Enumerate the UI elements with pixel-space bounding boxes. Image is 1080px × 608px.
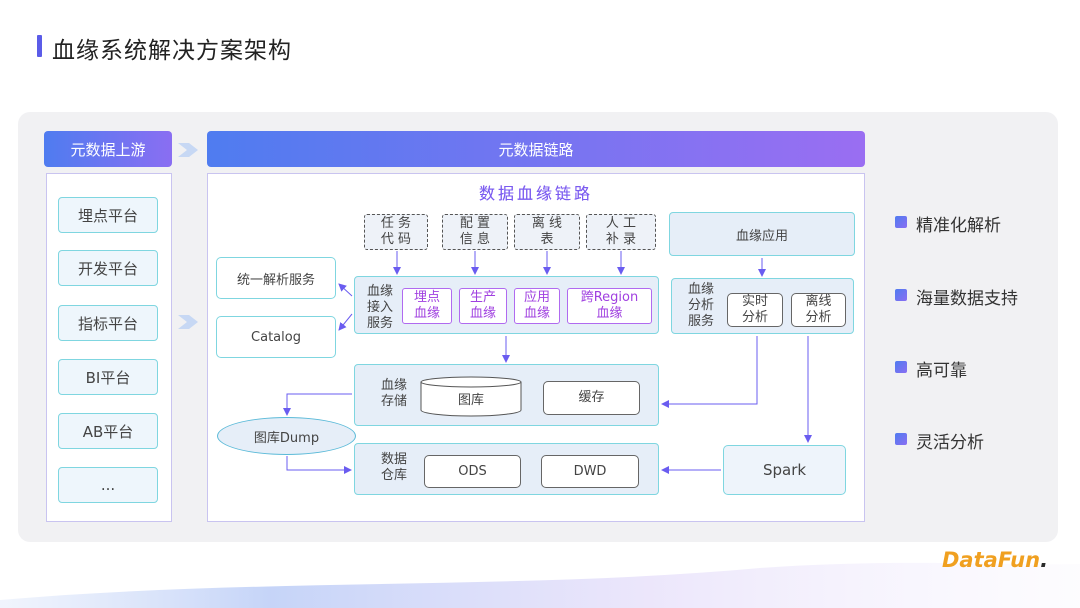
feature-item: 精准化解析 [916,216,1001,236]
upstream-item: 开发平台 [58,250,158,286]
page-title: 血缘系统解决方案架构 [52,38,292,64]
cache-box: 缓存 [543,381,640,415]
unified-parse-service: 统一解析服务 [216,257,336,299]
feature-bullet-icon [895,361,907,373]
upstream-item: 埋点平台 [58,197,158,233]
upstream-item: 指标平台 [58,305,158,341]
ods-box: ODS [424,455,521,488]
lineage-storage-label: 血缘存储 [380,378,407,409]
feature-item: 海量数据支持 [916,289,1018,309]
source-config-info: 配 置信 息 [442,214,508,250]
arrow-dump-to-warehouse [286,456,352,474]
feature-bullet-icon [895,433,907,445]
tracking-lineage-box: 埋点血缘 [402,288,452,324]
application-lineage-box: 应用血缘 [514,288,560,324]
source-offline-table: 离 线表 [514,214,580,250]
feature-item: 灵活分析 [916,433,984,453]
spark-box: Spark [723,445,846,495]
dwd-box: DWD [541,455,639,488]
realtime-analysis-box: 实时分析 [727,293,783,327]
offline-analysis-box: 离线分析 [791,293,846,327]
chain-title: 数据血缘链路 [207,180,865,204]
lineage-application: 血缘应用 [669,212,855,256]
title-accent-bar [37,35,42,57]
decorative-swoosh [0,562,1080,608]
datafun-logo: DataFun. [942,548,1049,572]
arrow-storage-to-dump [283,393,352,416]
graph-dump-ellipse: 图库Dump [217,417,356,455]
header-chevron-icon [178,143,198,157]
feature-bullet-icon [895,216,907,228]
source-manual-entry: 人 工补 录 [586,214,656,250]
catalog-service: Catalog [216,316,336,358]
upstream-item: ... [58,467,158,503]
upstream-item: AB平台 [58,413,158,449]
feature-bullet-icon [895,289,907,301]
graph-db-label: 图库 [457,393,484,408]
data-warehouse-label: 数据仓库 [380,452,407,483]
upstream-item: BI平台 [58,359,158,395]
feature-item: 高可靠 [916,361,967,381]
graph-db-cylinder [420,376,522,417]
ingest-service-label: 血缘接入服务 [366,284,393,331]
arrow-analysis-to-storage [661,336,758,408]
source-task-code: 任 务代 码 [364,214,428,250]
arrow-ingest-to-parse [338,283,353,297]
production-lineage-box: 生产血缘 [459,288,507,324]
upstream-header: 元数据上游 [44,131,172,167]
chain-header: 元数据链路 [207,131,865,167]
flow-chevron-icon [178,315,198,329]
arrow-ingest-to-catalog [338,313,353,331]
analysis-service-label: 血缘分析服务 [687,282,714,329]
